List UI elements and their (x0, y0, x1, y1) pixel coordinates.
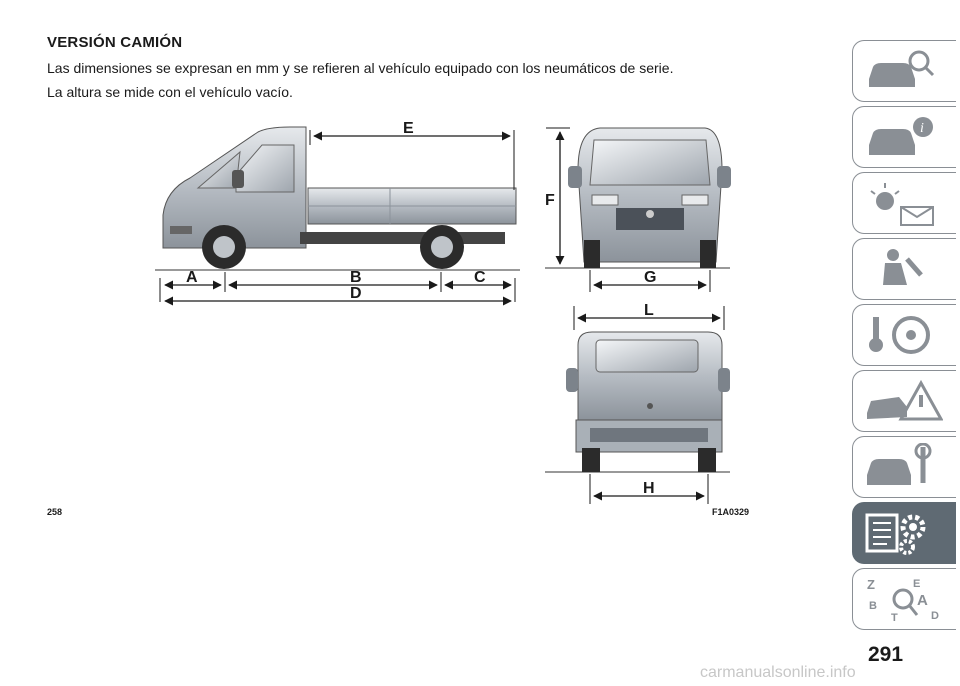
tab-specs[interactable] (852, 502, 956, 564)
specs-gear-icon (865, 513, 926, 555)
car-wrench-icon (867, 443, 932, 485)
seat-airbag-icon (883, 249, 923, 285)
watermark: carmanualsonline.info (700, 664, 856, 681)
rear-view-truck (545, 331, 730, 473)
tab-warning-lights[interactable] (852, 172, 956, 234)
dim-label-a: A (186, 269, 198, 286)
steering-key-icon (869, 316, 930, 354)
dim-label-g: G (644, 269, 656, 286)
svg-text:i: i (920, 121, 924, 136)
page-number: 291 (868, 643, 904, 666)
svg-text:Z: Z (867, 577, 875, 592)
svg-text:T: T (891, 612, 898, 623)
dim-label-h: H (643, 480, 655, 497)
warning-lights-icon (870, 183, 934, 226)
car-info-icon: i (869, 117, 933, 155)
page-reference: 258 (47, 507, 62, 517)
dim-label-c: C (474, 269, 486, 286)
tab-car-search[interactable] (852, 40, 956, 102)
section-heading: VERSIÓN CAMIÓN (47, 34, 183, 51)
tab-seat-airbag[interactable] (852, 238, 956, 300)
tab-steering-key[interactable] (852, 304, 956, 366)
height-note: La altura se mide con el vehículo vacío. (47, 84, 293, 100)
front-view-truck (545, 127, 731, 269)
figure-code: F1A0329 (712, 507, 749, 517)
dim-label-b: B (350, 269, 362, 286)
svg-text:D: D (931, 610, 939, 622)
dim-label-f: F (545, 192, 555, 209)
dim-label-d: D (350, 285, 362, 302)
dim-label-l: L (644, 302, 654, 319)
dim-label-e: E (403, 120, 414, 137)
svg-text:A: A (917, 592, 928, 609)
side-view-truck (155, 126, 520, 271)
car-search-icon (869, 50, 935, 87)
tab-car-info[interactable]: i (852, 106, 956, 168)
svg-text:B: B (869, 600, 877, 612)
tab-car-wrench[interactable] (852, 436, 956, 498)
tab-car-accident[interactable] (852, 370, 956, 432)
dimensions-note: Las dimensiones se expresan en mm y se r… (47, 60, 674, 76)
car-accident-warning-icon (867, 379, 943, 421)
alphabet-index-icon: Z EA B D T (867, 577, 939, 623)
svg-text:E: E (913, 578, 920, 590)
